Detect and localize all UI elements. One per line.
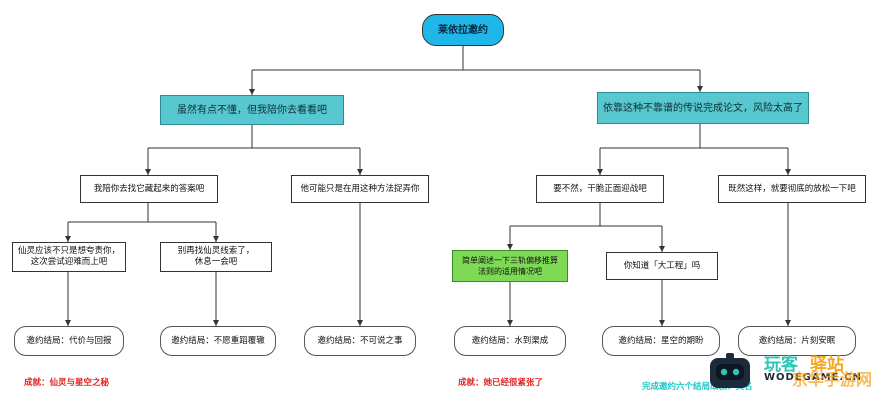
ending-starry-hope: 邀约结局：星空的期盼 [602, 326, 720, 356]
option-big-project: 你知道「大工程」吗 [606, 252, 718, 280]
choice-left: 虽然有点不懂，但我陪你去看看吧 [160, 95, 344, 125]
option-face-challenge: 要不然，干脆正面迎战吧 [536, 175, 664, 203]
watermark-brand-a: 玩客 [764, 355, 798, 375]
completion-note: 完成邀约六个结局成就：其名 [642, 382, 753, 392]
achievement-nervous: 成就：她已经很紧张了 [458, 378, 544, 388]
ending-price-and-reward: 邀约结局：代价与回报 [14, 326, 124, 356]
watermark-site: 京华手游网 [792, 370, 873, 389]
root-node: 莱依拉邀约 [422, 14, 504, 46]
achievement-fairy-star: 成就：仙灵与星空之秘 [24, 378, 110, 388]
ending-natural-result: 邀约结局：水到渠成 [454, 326, 566, 356]
ending-unspeakable: 邀约结局：不可说之事 [304, 326, 416, 356]
choice-right: 依靠这种不靠谱的传说完成论文，风险太高了 [597, 92, 809, 124]
robot-logo-icon [710, 353, 750, 388]
option-rest: 别再找仙灵线索了， 休息一会吧 [160, 242, 272, 272]
ending-brief-sleep: 邀约结局：片刻安眠 [738, 326, 856, 356]
option-prank: 他可能只是在用这种方法捉弄你 [291, 175, 429, 203]
option-find-answer: 我陪你去找它藏起来的答案吧 [80, 175, 218, 203]
watermark-brand-b: 驿站 [810, 355, 844, 375]
option-face-difficulty: 仙灵应该不只是想夸责你， 这次尝试迎难而上吧 [12, 242, 126, 272]
option-relax: 既然这样，就要彻底的放松一下吧 [718, 175, 866, 203]
watermark-domain: WODEGAME.CN [764, 372, 862, 383]
ending-no-repeat: 邀约结局：不愿重蹈覆辙 [160, 326, 276, 356]
option-explain-orbit: 简单阐述一下三轨偏移推算 法则的适用情况吧 [452, 250, 568, 282]
